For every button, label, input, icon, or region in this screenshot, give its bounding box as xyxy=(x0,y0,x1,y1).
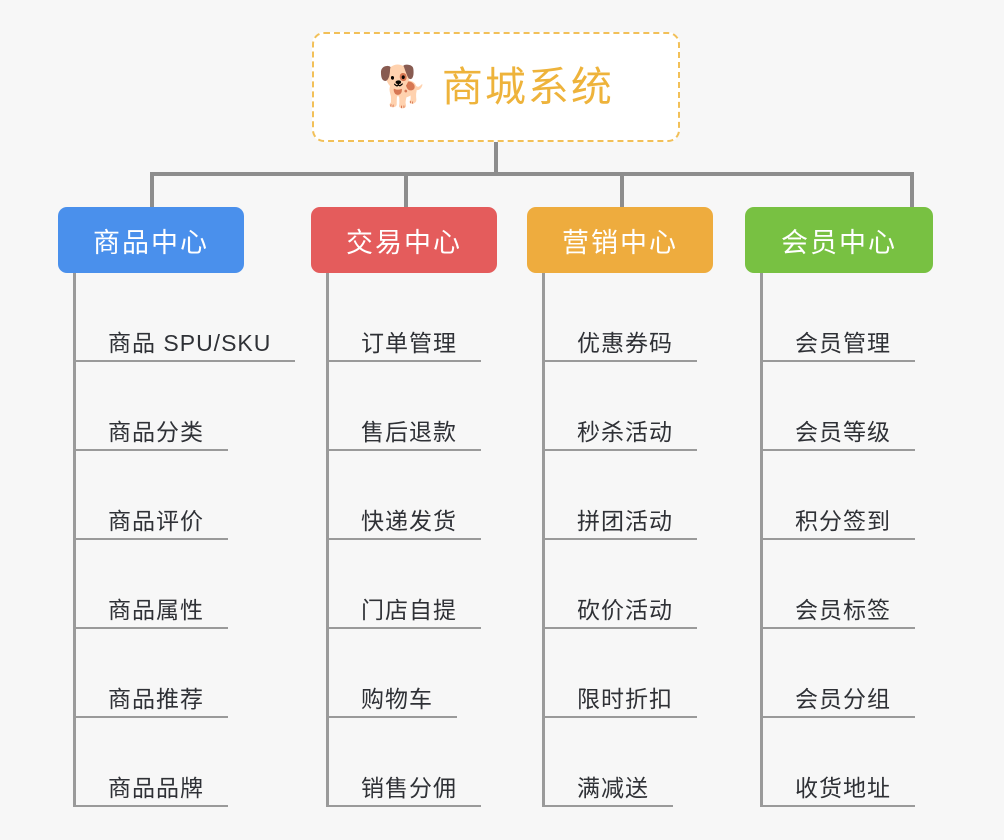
list-item[interactable]: 商品品牌 xyxy=(76,718,358,807)
list-item[interactable]: 商品属性 xyxy=(76,540,358,629)
leaf-underline: 商品评价 xyxy=(76,507,228,540)
list-item-label: 限时折扣 xyxy=(577,685,673,712)
list-item-label: 会员分组 xyxy=(795,685,891,712)
list-item-label: 会员标签 xyxy=(795,596,891,623)
list-item[interactable]: 会员标签 xyxy=(763,540,995,629)
list-item[interactable]: 限时折扣 xyxy=(545,629,787,718)
list-item-label: 积分签到 xyxy=(795,507,891,534)
leaf-underline: 收货地址 xyxy=(763,774,915,807)
list-item-label: 收货地址 xyxy=(795,774,891,801)
leaf-list-trade: 订单管理 售后退款 快递发货 门店自提 购物车 xyxy=(326,273,571,807)
list-item-label: 商品推荐 xyxy=(108,685,204,712)
leaf-underline: 快递发货 xyxy=(329,507,481,540)
leaf-underline: 门店自提 xyxy=(329,596,481,629)
list-item-label: 购物车 xyxy=(361,685,433,712)
list-item-label: 会员管理 xyxy=(795,329,891,356)
leaf-underline: 商品品牌 xyxy=(76,774,228,807)
connector-drop-2 xyxy=(404,172,408,208)
list-item[interactable]: 砍价活动 xyxy=(545,540,787,629)
category-header-label: 交易中心 xyxy=(346,227,462,258)
list-item[interactable]: 快递发货 xyxy=(329,451,571,540)
category-header-label: 会员中心 xyxy=(781,227,897,258)
list-item-label: 满减送 xyxy=(577,774,649,801)
connector-root-stem xyxy=(494,142,498,174)
root-node[interactable]: 🐕 商城系统 xyxy=(312,32,680,142)
list-item[interactable]: 积分签到 xyxy=(763,451,995,540)
leaf-list-marketing: 优惠券码 秒杀活动 拼团活动 砍价活动 限时折扣 xyxy=(542,273,787,807)
leaf-underline: 商品 SPU/SKU xyxy=(76,329,296,362)
branch-column-marketing: 营销中心 优惠券码 秒杀活动 拼团活动 砍价活动 xyxy=(527,207,787,807)
leaf-underline: 商品属性 xyxy=(76,596,228,629)
list-item-label: 商品 SPU/SKU xyxy=(108,329,272,356)
leaf-underline: 商品推荐 xyxy=(76,685,228,718)
leaf-underline: 售后退款 xyxy=(329,418,481,451)
leaf-underline: 会员管理 xyxy=(763,329,915,362)
leaf-underline: 购物车 xyxy=(329,685,457,718)
category-header-product[interactable]: 商品中心 xyxy=(58,207,244,273)
list-item[interactable]: 商品评价 xyxy=(76,451,358,540)
leaf-underline: 秒杀活动 xyxy=(545,418,697,451)
leaf-underline: 商品分类 xyxy=(76,418,228,451)
leaf-underline: 会员标签 xyxy=(763,596,915,629)
list-item-label: 商品评价 xyxy=(108,507,204,534)
list-item-label: 砍价活动 xyxy=(577,596,673,623)
list-item[interactable]: 售后退款 xyxy=(329,362,571,451)
category-header-member[interactable]: 会员中心 xyxy=(745,207,933,273)
leaf-underline: 限时折扣 xyxy=(545,685,697,718)
list-item[interactable]: 商品分类 xyxy=(76,362,358,451)
list-item-label: 门店自提 xyxy=(361,596,457,623)
list-item[interactable]: 购物车 xyxy=(329,629,571,718)
shiba-dog-face-icon: 🐕 xyxy=(378,65,428,109)
list-item-label: 会员等级 xyxy=(795,418,891,445)
connector-drop-3 xyxy=(620,172,624,208)
list-item-label: 销售分佣 xyxy=(361,774,457,801)
list-item-label: 优惠券码 xyxy=(577,329,673,356)
list-item[interactable]: 会员管理 xyxy=(763,273,995,362)
list-item[interactable]: 秒杀活动 xyxy=(545,362,787,451)
list-item-label: 秒杀活动 xyxy=(577,418,673,445)
category-header-trade[interactable]: 交易中心 xyxy=(311,207,497,273)
list-item[interactable]: 销售分佣 xyxy=(329,718,571,807)
category-header-marketing[interactable]: 营销中心 xyxy=(527,207,713,273)
leaf-underline: 会员等级 xyxy=(763,418,915,451)
list-item[interactable]: 商品 SPU/SKU xyxy=(76,273,358,362)
root-node-label: 商城系统 xyxy=(441,63,614,110)
list-item[interactable]: 商品推荐 xyxy=(76,629,358,718)
list-item-label: 快递发货 xyxy=(361,507,457,534)
leaf-underline: 满减送 xyxy=(545,774,673,807)
leaf-list-product: 商品 SPU/SKU 商品分类 商品评价 商品属性 商品推荐 xyxy=(73,273,358,807)
leaf-underline: 优惠券码 xyxy=(545,329,697,362)
list-item-label: 商品属性 xyxy=(108,596,204,623)
list-item[interactable]: 满减送 xyxy=(545,718,787,807)
list-item-label: 商品分类 xyxy=(108,418,204,445)
leaf-list-member: 会员管理 会员等级 积分签到 会员标签 会员分组 xyxy=(760,273,995,807)
category-header-label: 营销中心 xyxy=(562,227,678,258)
leaf-underline: 积分签到 xyxy=(763,507,915,540)
connector-drop-1 xyxy=(150,172,154,208)
category-header-label: 商品中心 xyxy=(93,227,209,258)
connector-drop-4 xyxy=(910,172,914,208)
list-item-label: 拼团活动 xyxy=(577,507,673,534)
leaf-underline: 销售分佣 xyxy=(329,774,481,807)
leaf-underline: 订单管理 xyxy=(329,329,481,362)
list-item[interactable]: 会员等级 xyxy=(763,362,995,451)
connector-horizontal-bar xyxy=(150,172,914,176)
list-item[interactable]: 拼团活动 xyxy=(545,451,787,540)
branch-column-product: 商品中心 商品 SPU/SKU 商品分类 商品评价 商品属性 xyxy=(58,207,358,807)
list-item[interactable]: 优惠券码 xyxy=(545,273,787,362)
leaf-underline: 会员分组 xyxy=(763,685,915,718)
list-item-label: 订单管理 xyxy=(361,329,457,356)
list-item-label: 商品品牌 xyxy=(108,774,204,801)
leaf-underline: 砍价活动 xyxy=(545,596,697,629)
list-item[interactable]: 会员分组 xyxy=(763,629,995,718)
list-item[interactable]: 订单管理 xyxy=(329,273,571,362)
branch-column-trade: 交易中心 订单管理 售后退款 快递发货 门店自提 xyxy=(311,207,571,807)
branch-column-member: 会员中心 会员管理 会员等级 积分签到 会员标签 xyxy=(745,207,995,807)
list-item[interactable]: 收货地址 xyxy=(763,718,995,807)
list-item-label: 售后退款 xyxy=(361,418,457,445)
leaf-underline: 拼团活动 xyxy=(545,507,697,540)
list-item[interactable]: 门店自提 xyxy=(329,540,571,629)
